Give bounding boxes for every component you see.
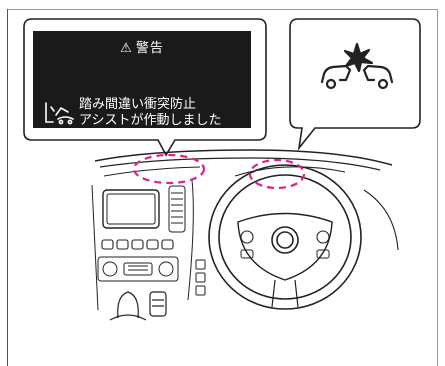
center-display [102,189,160,229]
shift-lever [109,291,167,321]
dashboard-top-contour [94,149,393,166]
warning-title: ⚠警告 [33,37,251,56]
collision-warning-icon [320,42,394,90]
warning-message-line-2: アシストが作動しました [79,113,222,128]
frame-left-border [7,9,8,366]
center-buttons [101,239,174,250]
pedal-misapplication-icon [45,102,74,125]
warning-triangle-icon: ⚠ [120,41,133,56]
warning-message-panel: ⚠警告 踏み間違い衝突防止 アシストが作動しました [33,31,251,128]
frame-right-border [437,9,438,366]
highlight-center-display [132,153,206,185]
climate-panel [97,256,179,282]
warning-title-text: 警告 [135,41,164,56]
column-switches [195,259,206,296]
highlight-meter [248,158,306,190]
frame-top-border [7,9,437,10]
steering-wheel [208,164,362,310]
warning-message-line-1: 踏み間違い衝突防止 [79,97,197,112]
right-callout-bubble [289,18,421,151]
center-vents [168,185,186,233]
